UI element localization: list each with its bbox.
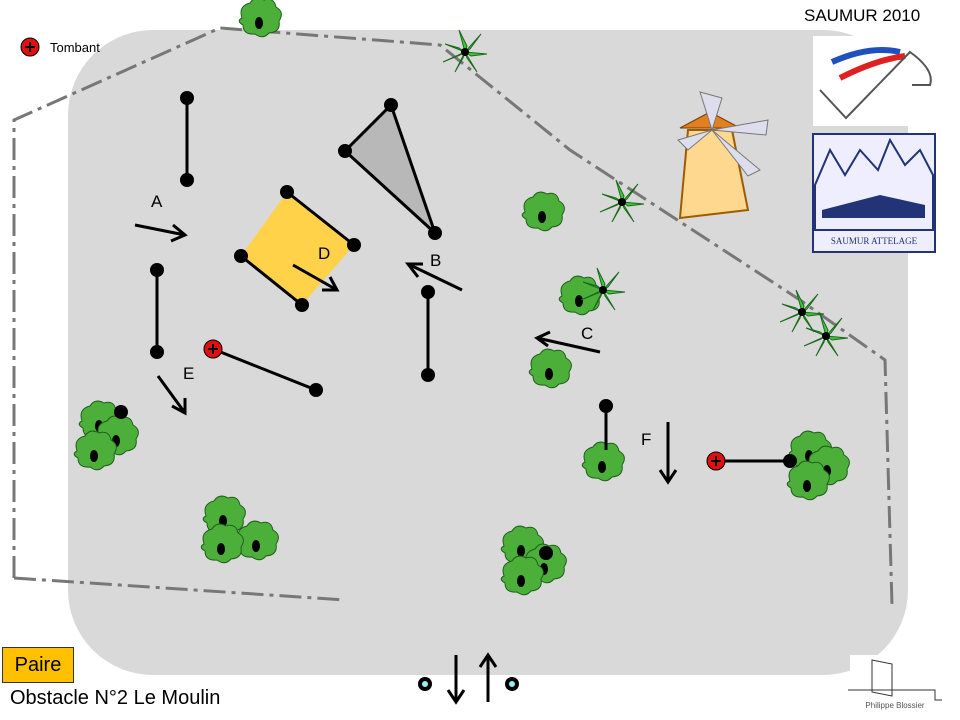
designer-name: Philippe Blossier [865, 701, 924, 710]
windmill-icon [677, 91, 769, 220]
gate-d-label: D [318, 244, 330, 263]
gate-b-label: B [430, 251, 441, 270]
level-badge: Paire [2, 647, 74, 683]
obstacle-title: Obstacle N°2 Le Moulin [10, 687, 221, 709]
triangle-element [342, 102, 437, 235]
event-title: SAUMUR 2010 [804, 6, 921, 25]
saumur-attelage-logo: SAUMUR ATTELAGE [812, 133, 936, 253]
gate-a-label: A [151, 192, 163, 211]
saumur-attelage-text: SAUMUR ATTELAGE [831, 236, 918, 246]
gate-d-area [241, 192, 354, 305]
gate-c-label: C [581, 324, 593, 343]
designer-logo: Philippe Blossier [848, 655, 946, 710]
posts [114, 91, 797, 560]
gate-f-label: F [641, 430, 651, 449]
legend-tombant: Tombant [50, 40, 100, 55]
start-finish-markers [418, 677, 519, 691]
tombant-icon [20, 37, 726, 471]
boundary-line [13, 576, 346, 602]
fence-lines [155, 98, 790, 463]
boundary-line [12, 26, 894, 606]
direction-arrows [134, 223, 678, 705]
ffe-logo [813, 36, 937, 126]
gate-e-label: E [183, 364, 194, 383]
course-area [68, 30, 908, 675]
